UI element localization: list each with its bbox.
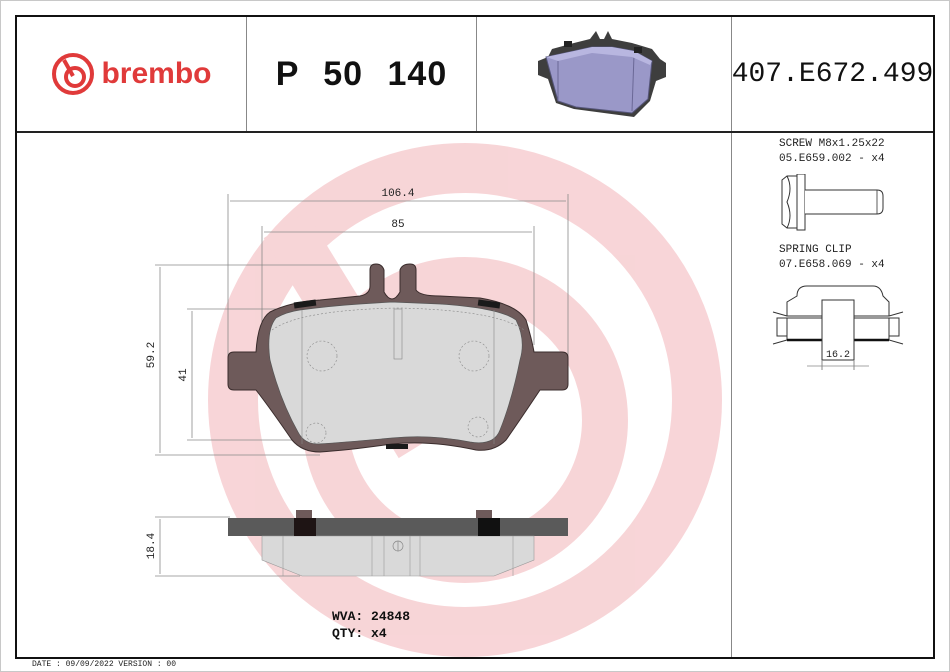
part-number-cell: P 50 140: [247, 17, 476, 131]
spring-clip-name: SPRING CLIP: [779, 244, 852, 256]
dim-friction-height: 41: [178, 368, 190, 382]
dim-overall-width: 106.4: [381, 188, 414, 200]
spring-clip-code: 07.E658.069 - x4: [779, 259, 885, 271]
footer-date-version: DATE : 09/09/2022 VERSION : 00: [32, 660, 177, 669]
drawing-frame: brembo P 50 140 407.E672.499 SCREW M8x1.…: [15, 15, 935, 659]
brembo-logo-icon: [52, 53, 95, 95]
drawing-code-cell: 407.E672.499: [731, 17, 934, 131]
dim-thickness: 18.4: [146, 532, 158, 559]
brand-name: brembo: [101, 57, 212, 90]
spring-clip-spec: SPRING CLIP 07.E658.069 - x4: [779, 243, 885, 273]
brake-pad-render-icon: [538, 31, 666, 117]
screw-icon: [781, 174, 884, 231]
qty-value: x4: [371, 626, 387, 641]
qty-label: QTY:: [332, 626, 364, 641]
divider: [476, 17, 477, 131]
dim-overall-height: 59.2: [146, 342, 158, 368]
wva-label: WVA:: [332, 609, 364, 624]
part-number: P 50 140: [275, 54, 448, 93]
screw-code: 05.E659.002 - x4: [779, 153, 885, 165]
clip-dimension: 16.2: [826, 350, 850, 361]
spring-clip-icon: 16.2: [772, 285, 904, 370]
screw-name: SCREW M8x1.25x22: [779, 138, 885, 150]
wva-value: 24848: [371, 609, 411, 624]
divider: [246, 17, 247, 131]
divider: [731, 17, 732, 657]
header-divider: [17, 131, 933, 133]
product-render-cell: [477, 17, 731, 131]
dim-inner-width: 85: [391, 219, 404, 231]
brand-logo: brembo: [17, 17, 246, 131]
drawing-code: 407.E672.499: [731, 58, 934, 90]
product-info: WVA: 24848 QTY: x4: [332, 608, 410, 642]
screw-spec: SCREW M8x1.25x22 05.E659.002 - x4: [779, 137, 885, 167]
